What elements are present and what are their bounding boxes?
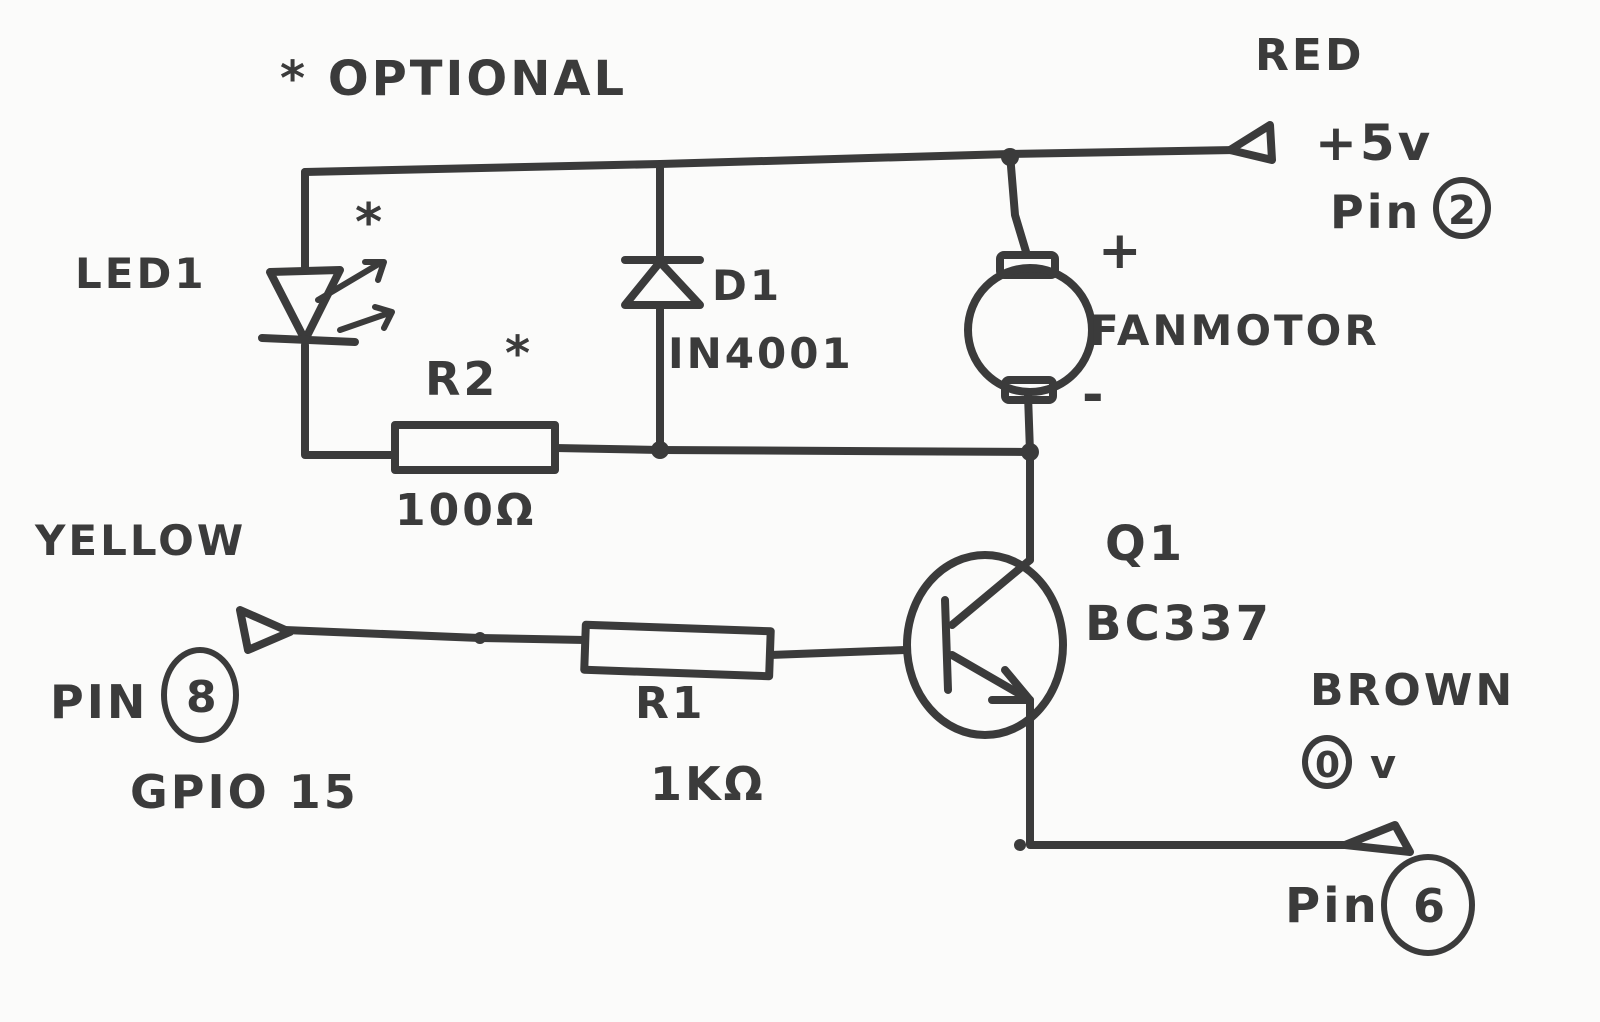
zero-volt-circle (1302, 735, 1352, 789)
led1-label: LED1 (75, 249, 207, 298)
pin12-circle (1433, 177, 1491, 239)
zero-volt-number-label: 0 (1315, 745, 1343, 786)
pin8-prefix-label: PIN (50, 675, 148, 729)
r2-resistor-body (391, 421, 559, 474)
terminal-0v-arrow (1341, 821, 1414, 856)
led1-optional-star: * (355, 193, 385, 253)
d1-part-label: IN4001 (668, 329, 854, 378)
yellow-wire-label: YELLOW (34, 516, 246, 565)
junction-dot-gpio-line (474, 632, 486, 644)
motor-negative-wire (1024, 391, 1034, 564)
red-wire-label: RED (1255, 30, 1364, 81)
pin12-prefix-label: Pin (1330, 185, 1421, 239)
motor-plus-label: + (1098, 221, 1145, 281)
emitter-ground-wire (1026, 696, 1349, 849)
pin6-circle (1381, 854, 1475, 956)
r1-value-label: 1KΩ (650, 757, 766, 811)
terminal-5v-arrow (1226, 121, 1276, 164)
q1-transistor-symbol (903, 551, 1067, 739)
junction-dot-motor-node (1021, 443, 1039, 461)
gpio15-label: GPIO 15 (130, 765, 359, 819)
motor-minus-label: - (1082, 365, 1107, 425)
d1-label: D1 (712, 261, 782, 310)
base-wire (766, 646, 909, 659)
fan-motor-symbol (964, 251, 1096, 404)
terminal-gpio-arrow (236, 606, 294, 654)
led-branch-wire-bottom (301, 341, 399, 459)
q1-part-label: BC337 (1085, 596, 1272, 652)
motor-positive-wire (1006, 150, 1031, 259)
optional-note-label: * OPTIONAL (280, 51, 627, 107)
pin12-number-label: 2 (1448, 188, 1479, 234)
junction-dot-diode-node (651, 441, 669, 459)
junction-dot-ground (1014, 839, 1026, 851)
fanmotor-label: FANMOTOR (1090, 306, 1380, 355)
zero-volt-unit-label: v (1370, 742, 1399, 788)
led1-symbol (258, 259, 395, 346)
r2-value-label: 100Ω (395, 485, 536, 536)
r1-resistor-body (580, 620, 775, 681)
pin6-number-label: 6 (1413, 879, 1448, 933)
rail-5v-wire (301, 146, 1239, 176)
pin8-number-label: 8 (186, 672, 220, 723)
pin6-prefix-label: Pin (1285, 878, 1380, 934)
junction-dot-5v-motor (1001, 148, 1019, 166)
motor-negative-node-wire (551, 444, 1034, 456)
r2-optional-star: * (505, 326, 533, 382)
d1-diode-symbol (621, 256, 704, 309)
q1-label: Q1 (1105, 516, 1185, 572)
r2-label: R2 (425, 352, 498, 406)
pin8-circle (161, 647, 239, 743)
plus-5v-label: +5v (1315, 114, 1433, 172)
brown-wire-label: BROWN (1310, 665, 1515, 716)
gpio-signal-wire (281, 626, 589, 644)
r1-label: R1 (635, 678, 706, 729)
